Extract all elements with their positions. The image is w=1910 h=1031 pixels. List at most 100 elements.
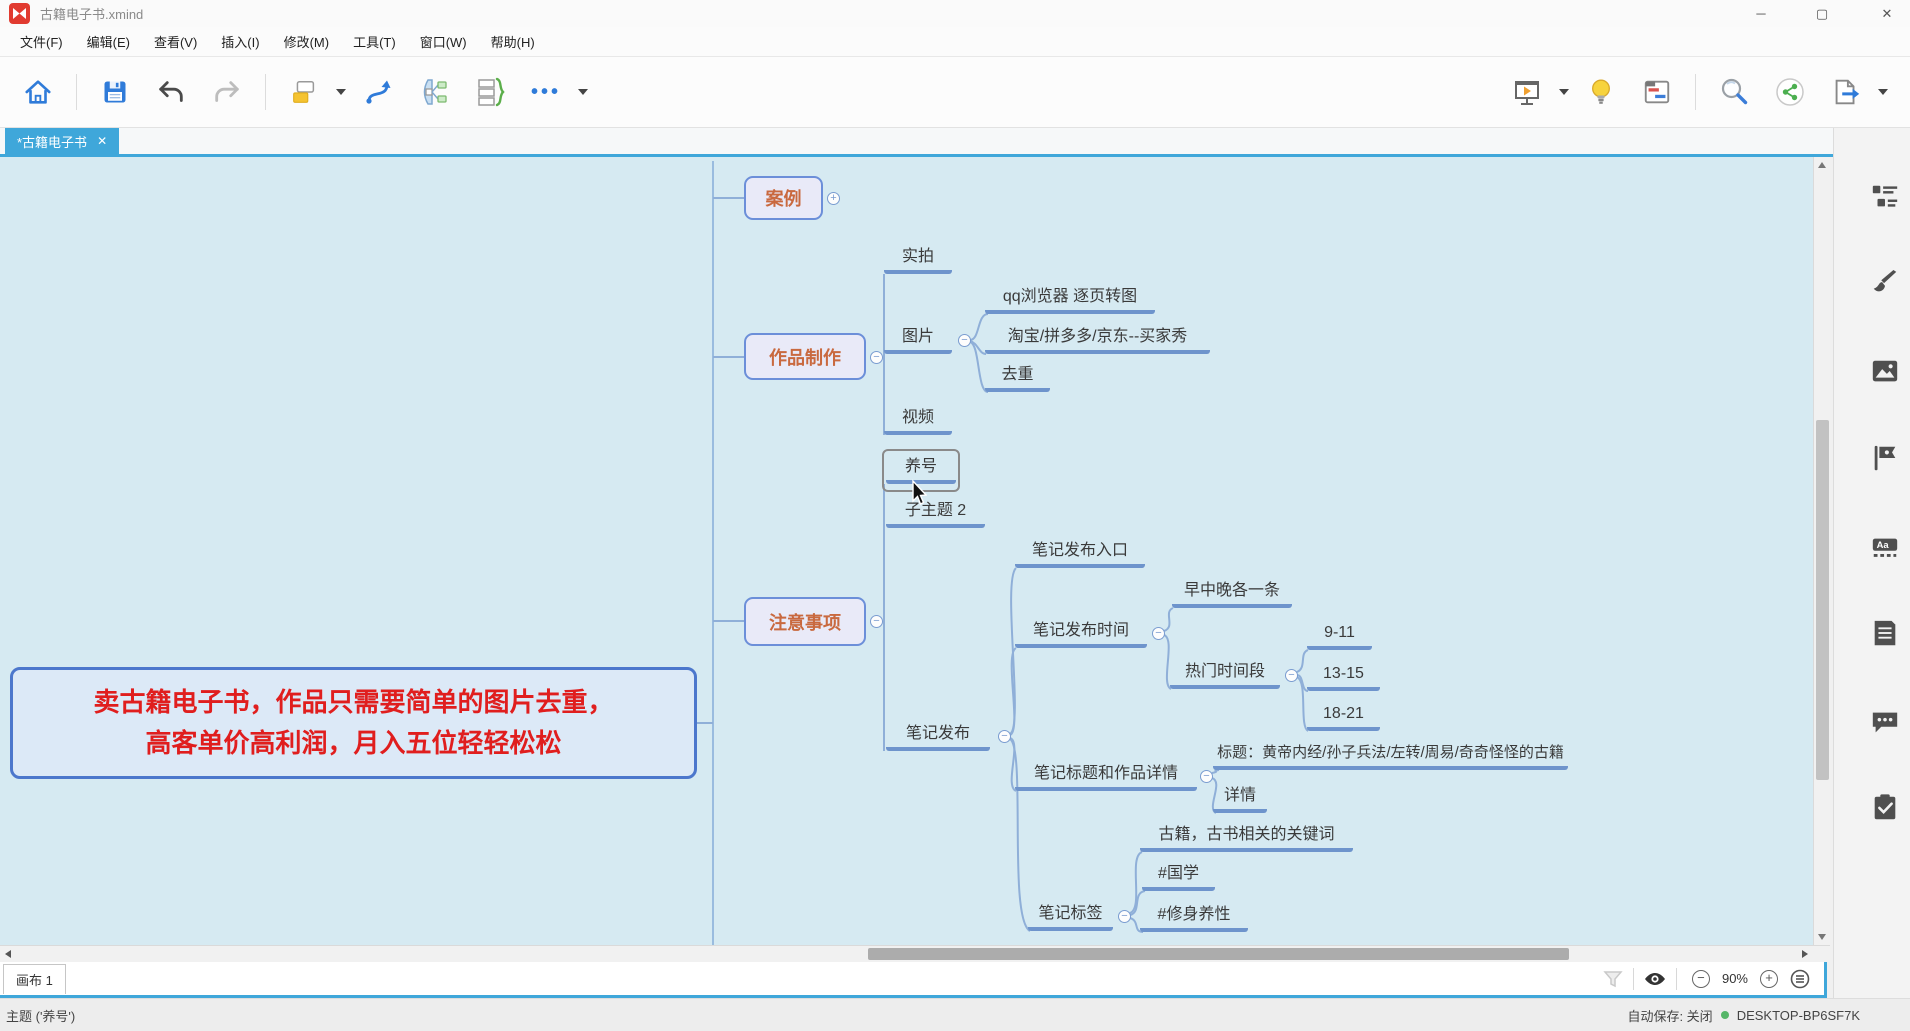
minimize-button[interactable]: ─: [1756, 6, 1766, 21]
topic-taobao[interactable]: 淘宝/拼多多/京东--买家秀: [985, 324, 1210, 354]
expander-shijian[interactable]: −: [1152, 627, 1165, 640]
expander-biaoti[interactable]: −: [1200, 770, 1213, 783]
document-tab[interactable]: *古籍电子书 ✕: [5, 128, 120, 154]
expander-biaoqian[interactable]: −: [1118, 910, 1131, 923]
gantt-button[interactable]: [1635, 69, 1679, 115]
menu-file[interactable]: 文件(F): [20, 35, 63, 50]
toolbar-divider: [265, 74, 266, 110]
scroll-up-arrow-icon[interactable]: [1818, 162, 1826, 168]
topic-tupian[interactable]: 图片: [884, 324, 952, 354]
topic-fabu-rukou[interactable]: 笔记发布入口: [1015, 538, 1145, 568]
presentation-dropdown[interactable]: [1559, 89, 1569, 95]
more-tools-dropdown[interactable]: [578, 89, 588, 95]
topic-guoxue[interactable]: #国学: [1142, 861, 1215, 891]
undo-button[interactable]: [149, 69, 193, 115]
redo-button[interactable]: [205, 69, 249, 115]
more-tools-button[interactable]: •••: [524, 69, 568, 115]
expander-remen[interactable]: −: [1285, 669, 1298, 682]
scroll-down-arrow-icon[interactable]: [1818, 934, 1826, 940]
menu-view[interactable]: 查看(V): [153, 35, 198, 50]
maximize-button[interactable]: ▢: [1815, 5, 1829, 21]
topic-huangdi-neijing[interactable]: 标题：黄帝内经/孙子兵法/左转/周易/奇奇怪怪的古籍: [1213, 740, 1568, 770]
boundary-button[interactable]: [412, 69, 456, 115]
topic-style-button[interactable]: [282, 69, 326, 115]
summary-icon: [478, 77, 505, 107]
scroll-right-arrow-icon[interactable]: [1802, 950, 1808, 958]
topic-quchong[interactable]: 去重: [985, 362, 1050, 392]
expander-bijifabu[interactable]: −: [998, 730, 1011, 743]
menu-insert[interactable]: 插入(I): [221, 35, 260, 50]
topic-zuopinzhizuo[interactable]: 作品制作: [744, 333, 866, 380]
menu-help[interactable]: 帮助(H): [490, 35, 535, 50]
export-dropdown[interactable]: [1878, 89, 1888, 95]
zoom-level[interactable]: 90%: [1721, 971, 1748, 986]
topic-biaoti-xiangqing[interactable]: 笔记标题和作品详情: [1015, 761, 1197, 791]
comment-icon[interactable]: [1870, 707, 1900, 737]
topic-9-11[interactable]: 9-11: [1307, 620, 1372, 650]
tab-close-icon[interactable]: ✕: [97, 134, 108, 148]
topic-biji-biaoqian[interactable]: 笔记标签: [1028, 901, 1113, 931]
presentation-button[interactable]: [1505, 69, 1549, 115]
sheet-tab-canvas1[interactable]: 画布 1: [3, 963, 66, 994]
menu-modify[interactable]: 修改(M): [283, 35, 330, 50]
presentation-icon: [1515, 81, 1539, 105]
share-button[interactable]: [1768, 69, 1812, 115]
menu-edit[interactable]: 编辑(E): [86, 35, 130, 50]
relationship-icon: [366, 80, 391, 104]
topic-shipin[interactable]: 视频: [884, 405, 952, 435]
horizontal-scrollbar[interactable]: [0, 945, 1830, 962]
mindmap-canvas[interactable]: 案例 作品制作 注意事项 实拍 图片 qq浏览器 逐页转图 淘宝/拼多多/京东-…: [0, 157, 1813, 945]
status-bar: 主题 ('养号') 自动保存: 关闭 DESKTOP-BP6SF7K: [0, 998, 1910, 1031]
callout-line-1: 卖古籍电子书，作品只需要简单的图片去重，: [93, 687, 614, 717]
eye-icon[interactable]: [1643, 970, 1667, 988]
image-icon[interactable]: [1870, 356, 1900, 386]
zoom-fit-icon[interactable]: [1790, 969, 1810, 989]
topic-style-dropdown[interactable]: [336, 89, 346, 95]
format-panel-icon[interactable]: [1870, 182, 1900, 212]
expander-tupian[interactable]: −: [958, 334, 971, 347]
expander-zhuyi[interactable]: −: [870, 615, 883, 628]
zoom-in-button[interactable]: +: [1760, 969, 1778, 988]
topic-xiangqing[interactable]: 详情: [1213, 783, 1267, 813]
search-button[interactable]: [1712, 69, 1756, 115]
close-button[interactable]: ✕: [1881, 5, 1893, 21]
relationship-button[interactable]: [356, 69, 400, 115]
topic-remen-shijianduan[interactable]: 热门时间段: [1170, 659, 1280, 689]
topic-shipai[interactable]: 实拍: [884, 244, 952, 274]
vertical-scroll-thumb[interactable]: [1816, 420, 1829, 780]
topic-fabu-shijian[interactable]: 笔记发布时间: [1015, 618, 1147, 648]
zoom-out-button[interactable]: −: [1691, 969, 1710, 988]
export-button[interactable]: [1824, 69, 1868, 115]
topic-zhuyishixiang[interactable]: 注意事项: [744, 597, 866, 646]
filter-icon[interactable]: [1602, 969, 1624, 989]
topic-guji-keywords[interactable]: 古籍，古书相关的关键词: [1140, 822, 1353, 852]
topic-18-21[interactable]: 18-21: [1307, 701, 1380, 731]
callout-note[interactable]: 卖古籍电子书，作品只需要简单的图片去重， 高客单价高利润，月入五位轻轻松松: [10, 667, 697, 779]
task-clipboard-icon[interactable]: [1870, 792, 1900, 822]
idea-button[interactable]: [1579, 69, 1623, 115]
label-icon[interactable]: Aa: [1870, 532, 1900, 562]
topic-xiushen[interactable]: #修身养性: [1140, 902, 1248, 932]
notes-icon[interactable]: [1870, 618, 1900, 648]
topic-zaozhongwan[interactable]: 早中晚各一条: [1172, 578, 1292, 608]
topic-qq-browser[interactable]: qq浏览器 逐页转图: [985, 284, 1155, 314]
topic-yanghao[interactable]: 养号: [886, 454, 956, 484]
vertical-scrollbar[interactable]: [1813, 157, 1830, 945]
topic-bijifabu[interactable]: 笔记发布: [886, 721, 990, 751]
menu-window[interactable]: 窗口(W): [419, 35, 467, 50]
marker-flag-icon[interactable]: [1870, 443, 1900, 473]
expander-zuopin[interactable]: −: [870, 351, 883, 364]
style-brush-icon[interactable]: [1870, 269, 1900, 299]
summary-button[interactable]: [468, 69, 512, 115]
horizontal-scroll-thumb[interactable]: [868, 948, 1569, 960]
expander-anli[interactable]: +: [827, 192, 840, 205]
menu-tools[interactable]: 工具(T): [353, 35, 396, 50]
topic-style-icon: [293, 80, 315, 103]
topic-zizhuti2[interactable]: 子主题 2: [886, 498, 985, 528]
topic-13-15[interactable]: 13-15: [1307, 661, 1380, 691]
search-icon: [1721, 78, 1748, 105]
topic-anli[interactable]: 案例: [744, 176, 823, 220]
save-button[interactable]: [93, 69, 137, 115]
scroll-left-arrow-icon[interactable]: [5, 950, 11, 958]
home-button[interactable]: [16, 69, 60, 115]
